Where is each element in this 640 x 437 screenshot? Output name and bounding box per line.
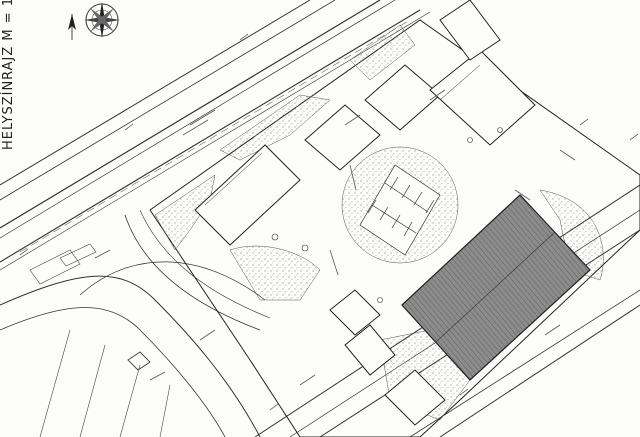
existing-buildings	[194, 0, 536, 426]
access-road	[0, 209, 271, 437]
main-road	[0, 0, 431, 271]
neighbouring-lots	[29, 243, 171, 437]
compass-rose-icon	[84, 2, 120, 38]
annotation-marks	[94, 89, 576, 386]
north-arrow-icon	[68, 14, 76, 40]
dimension-marks	[19, 33, 639, 411]
main-building	[401, 194, 591, 381]
parking-area	[359, 164, 441, 256]
